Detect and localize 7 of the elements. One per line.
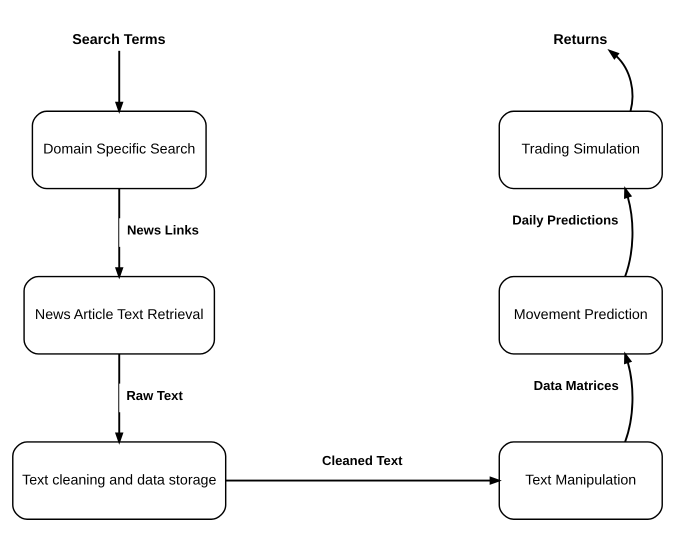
edge-label: Raw Text <box>126 388 183 403</box>
edge-label: Cleaned Text <box>322 452 402 468</box>
edge-label: Data Matrices <box>534 377 619 392</box>
node-text: Returns <box>553 32 608 48</box>
edge-label: Daily Predictions <box>512 212 618 228</box>
edge-label: News Links <box>126 222 199 238</box>
node-text: Search Terms <box>72 32 166 48</box>
